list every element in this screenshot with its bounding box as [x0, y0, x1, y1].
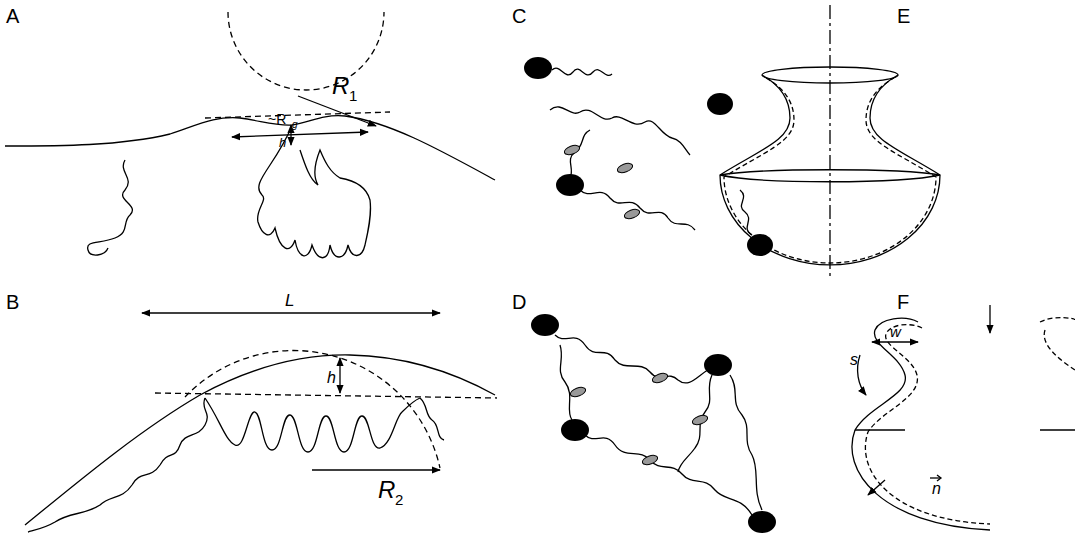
panel-letter: A: [6, 6, 19, 26]
width-label: w: [890, 324, 901, 339]
bead: [748, 511, 776, 533]
crosslink: [691, 414, 709, 427]
bead: [531, 314, 559, 336]
panel-letter: E: [897, 6, 910, 26]
panel-letter: C: [512, 6, 526, 26]
radius-subscript: 1: [349, 88, 357, 103]
bead: [561, 419, 589, 441]
panel-letter: F: [897, 292, 909, 312]
length-label: L: [285, 292, 294, 309]
radius-label: R: [378, 478, 395, 502]
size-subscript: g: [292, 120, 298, 130]
normal-label: n: [932, 481, 941, 497]
panel-letter: B: [6, 292, 19, 312]
height-label: h: [327, 370, 336, 386]
size-label: ~R: [268, 112, 286, 126]
height-label: h: [279, 136, 286, 149]
bead: [556, 174, 584, 196]
bead: [707, 93, 733, 115]
crosslink: [616, 162, 634, 175]
radius-label: R: [332, 74, 349, 98]
bead: [747, 234, 773, 256]
bead: [524, 57, 552, 79]
bead: [704, 354, 732, 376]
crosslink: [641, 454, 659, 467]
panel-letter: D: [512, 292, 526, 312]
crosslink: [623, 208, 641, 221]
radius-subscript: 2: [395, 492, 403, 507]
crosslink: [651, 372, 669, 385]
crosslink: [569, 386, 587, 399]
crosslink: [563, 144, 581, 157]
arc-length-label: s: [850, 352, 858, 368]
